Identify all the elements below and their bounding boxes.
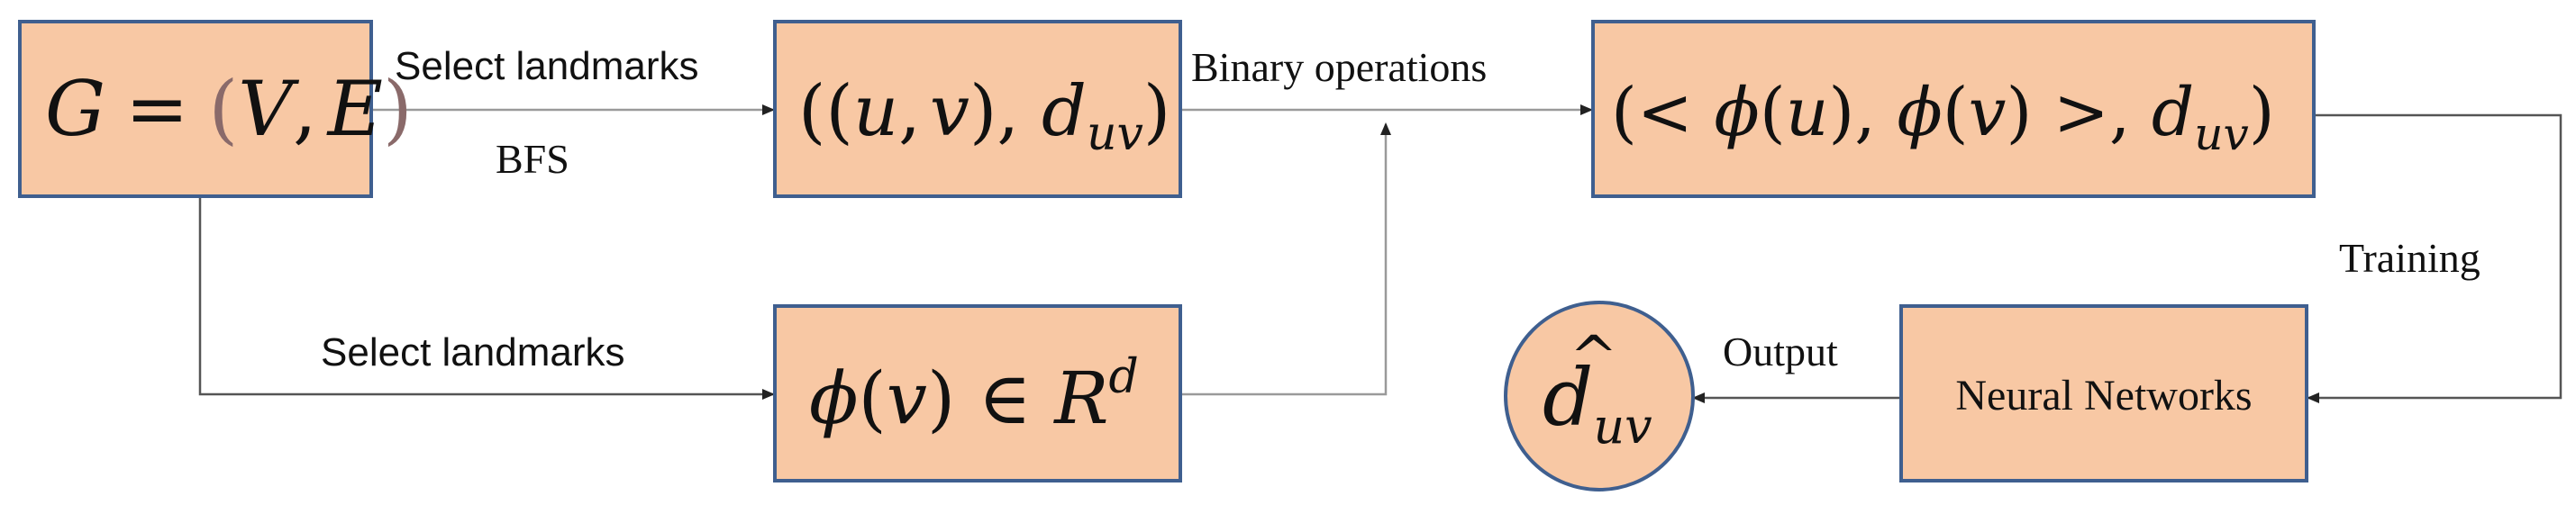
node-pair bbox=[773, 20, 1182, 198]
node-graph bbox=[18, 20, 373, 198]
output-hat-mark: ^ bbox=[1570, 324, 1618, 391]
node-neural-networks-label: Neural Networks bbox=[1955, 372, 2252, 419]
label-select-landmarks-bottom: Select landmarks bbox=[321, 330, 624, 374]
edge-binary-to-nn bbox=[2307, 113, 2562, 403]
label-output: Output bbox=[1723, 329, 1838, 374]
node-binary bbox=[1591, 20, 2316, 198]
node-pair-formula: ((u,v), duv) bbox=[798, 71, 1170, 161]
edge-embed-to-binary bbox=[1180, 122, 1391, 396]
node-binary-formula: (< ϕ(u), ϕ(v) >, duv) bbox=[1611, 74, 2275, 160]
label-select-landmarks-top: Select landmarks bbox=[395, 44, 698, 88]
node-output-estimate bbox=[1504, 301, 1695, 491]
label-training: Training bbox=[2339, 235, 2480, 281]
node-embedding-formula: ϕ(v) ∈ Rd bbox=[809, 350, 1139, 440]
label-bfs: BFS bbox=[496, 136, 569, 182]
edge-graph-to-embed bbox=[198, 196, 775, 400]
label-binary-operations: Binary operations bbox=[1191, 44, 1487, 90]
node-neural-networks bbox=[1899, 304, 2308, 482]
node-graph-formula: G=(V,E) bbox=[45, 65, 413, 153]
node-output-formula: duv bbox=[1543, 351, 1652, 455]
node-embedding bbox=[773, 304, 1182, 482]
